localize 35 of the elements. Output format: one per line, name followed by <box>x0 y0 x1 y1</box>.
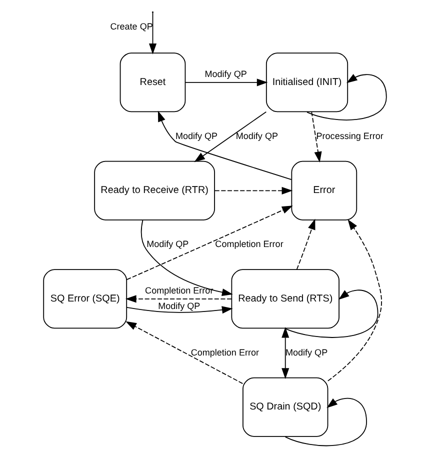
arrow <box>126 306 233 314</box>
arrow <box>306 74 387 120</box>
node-box: Error <box>291 160 358 220</box>
edge-label: Modify QP <box>158 300 200 311</box>
edge-label: Modify QP <box>146 239 189 250</box>
node-box: SQ Error (SQE) <box>43 269 128 329</box>
arrow <box>126 321 244 384</box>
edge-label: Completion Error <box>145 285 214 296</box>
arrow <box>296 218 316 270</box>
arrow <box>284 290 378 338</box>
edge-label: Modify QP <box>236 130 278 141</box>
arrow <box>185 78 268 86</box>
edge-label: Completion Error <box>215 239 284 250</box>
arrow <box>214 186 293 194</box>
arrow <box>311 111 322 162</box>
edge-label: Create QP <box>110 22 153 32</box>
arrow <box>282 326 290 380</box>
edge-label: Processing Error <box>316 130 384 141</box>
arrow <box>158 110 292 180</box>
edge-label: Modify QP <box>286 347 328 358</box>
node-box: Initialised (INIT) <box>266 52 348 112</box>
node-box: SQ Drain (SQD) <box>242 377 328 437</box>
node-box: Ready to Receive (RTR) <box>94 160 215 220</box>
node-box: Reset <box>120 52 186 112</box>
arrow <box>284 398 367 446</box>
arrow <box>126 206 293 280</box>
arrow <box>125 295 232 303</box>
node-box: Ready to Send (RTS) <box>231 269 340 329</box>
edge-label: Modify QP <box>175 130 218 141</box>
arrow <box>148 12 157 54</box>
arrow <box>140 220 233 296</box>
edge-label: Completion Error <box>190 347 259 358</box>
arrow <box>327 219 382 382</box>
arrow <box>194 111 267 162</box>
edge-label: Modify QP <box>204 69 247 80</box>
